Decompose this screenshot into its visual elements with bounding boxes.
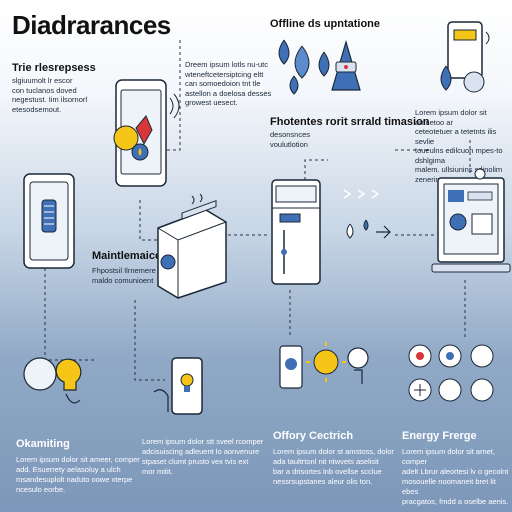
laptop-system-icon (431, 168, 511, 273)
far-right-body: Lorem ipsum dolor sit amnetoo ar ceteote… (415, 108, 503, 184)
space-heater-icon (23, 173, 75, 269)
flow-arrows-icon (343, 189, 391, 239)
bottom-3-heading: Offory Cectrich (273, 430, 354, 442)
maintenance-heading: Maintlemaice (92, 250, 162, 262)
bulb-head-icon (23, 357, 82, 404)
mid-right-body: desonsnces voulutlotion (270, 130, 311, 149)
top-left-heading: Trie rlesrepsess (12, 62, 96, 74)
bottom-4-heading: Energy Frerge (402, 430, 477, 442)
fridge-icon (271, 179, 321, 285)
bottom-3-body: Lorem ipsum dolor st amstoss, dolor ada … (273, 447, 394, 486)
top-left-body: slgiuumolt lr escor con tuclanos doved n… (12, 76, 88, 114)
maintenance-body: Fhpostsil Ilrnemere maldo comunioent (92, 266, 156, 285)
tablet-control-icon (113, 79, 180, 187)
water-tap-icon (331, 39, 361, 91)
bottom-4-body: Lorem ipsum dolor sit arnet, comper adel… (402, 447, 509, 506)
bottom-1-heading: Okamiting (16, 438, 70, 450)
bottom-2-body: Lorem ipsum dolor stt sveel rcomper adci… (142, 437, 264, 476)
water-drops-icon (278, 39, 330, 95)
sun-bulb-icon (279, 342, 369, 389)
page-title: Diadrarances (12, 10, 171, 40)
mid-right-heading: Fhotentes rorit srrald timasion (270, 116, 430, 128)
bottom-1-body: Lorem ipsum dolor sit ameer, comper add.… (16, 455, 140, 494)
phone-bulb-icon (153, 357, 203, 415)
smart-plug-icon (440, 21, 490, 93)
energy-dials-icon (408, 344, 494, 402)
top-center-body: Dreem ipsum lotls nu-utc wteneftcetersip… (185, 60, 272, 107)
top-right-heading: Offline ds upntatione (270, 18, 380, 30)
toaster-icon (157, 193, 227, 299)
